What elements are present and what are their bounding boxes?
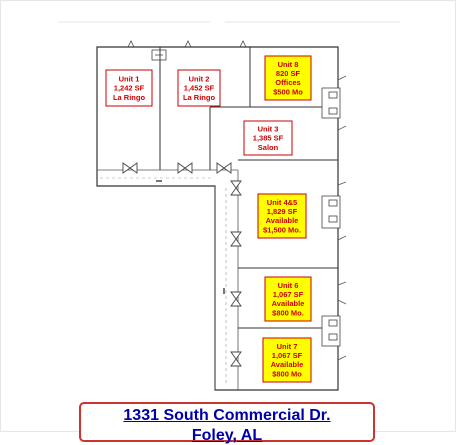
unit-box (243, 120, 293, 156)
unit-box (264, 55, 312, 101)
unit-label-line: 1,385 SF (253, 134, 284, 143)
unit-label-line: 1,067 SF (273, 290, 304, 299)
unit-label-line: 1,829 SF (267, 207, 298, 216)
unit-label-line: $1,500 Mo. (263, 225, 301, 234)
unit-label-line: La Ringo (183, 93, 215, 102)
unit-label-line: 1,452 SF (184, 84, 215, 93)
unit-label-line: $800 Mo. (272, 308, 304, 317)
unit-label-line: Unit 8 (278, 60, 299, 69)
unit-label-line: La Ringo (113, 93, 145, 102)
unit-box (264, 276, 312, 322)
unit-box (105, 69, 153, 107)
unit-label-line: Unit 6 (278, 281, 299, 290)
unit-label-line: 1,242 SF (114, 84, 145, 93)
unit-label-line: Unit 7 (277, 342, 298, 351)
unit-label-line: Offices (275, 78, 300, 87)
unit-label-line: 820 SF (276, 69, 301, 78)
unit-label-line: $500 Mo (273, 87, 303, 96)
unit-label-line: 1,067 SF (272, 351, 303, 360)
unit-label-line: Unit 3 (258, 124, 279, 133)
unit-box (257, 193, 307, 239)
unit-label-line: Unit 1 (119, 74, 140, 83)
address-caption: 1331 South Commercial Dr. Foley, AL (79, 402, 375, 444)
unit-label-line: Unit 2 (189, 74, 210, 83)
unit-label-line: $800 Mo (272, 369, 302, 378)
street-address: 1331 South Commercial Dr. (123, 407, 331, 424)
unit-label-line: Available (266, 216, 299, 225)
unit-label-line: Salon (258, 143, 279, 152)
unit-label-line: Unit 4&5 (267, 198, 297, 207)
unit-label-line: Available (272, 299, 305, 308)
unit-box (262, 337, 312, 383)
unit-label-line: Available (271, 360, 304, 369)
city-state: Foley, AL (191, 427, 263, 444)
unit-box (177, 69, 221, 107)
